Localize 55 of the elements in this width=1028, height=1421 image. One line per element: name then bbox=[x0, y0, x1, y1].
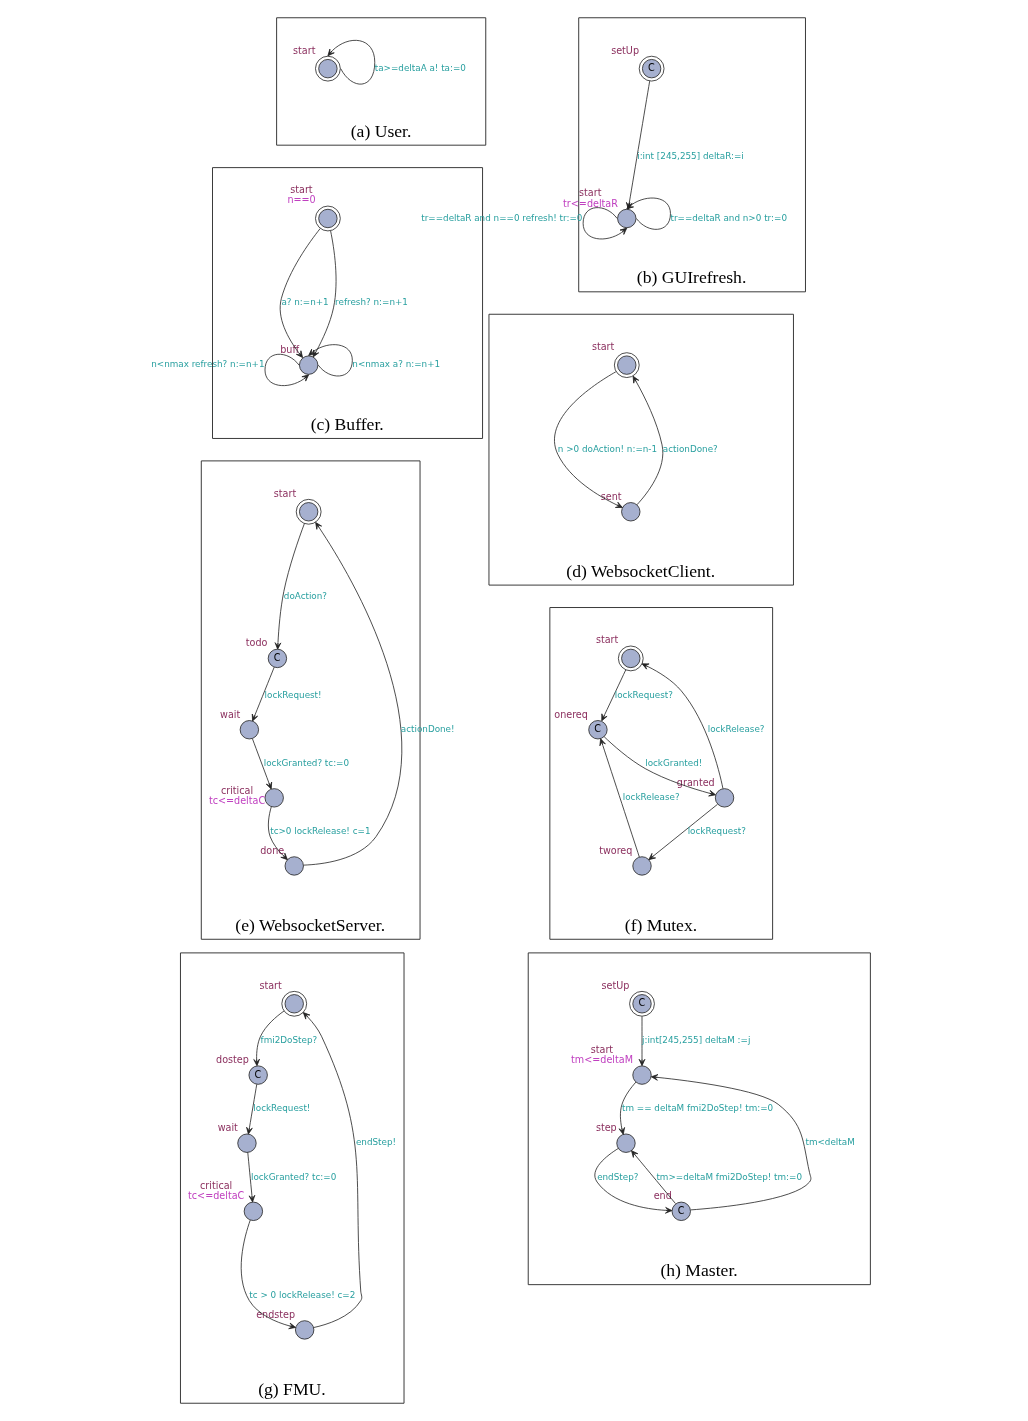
edge-label: n >0 doAction! n:=n-1 bbox=[557, 443, 658, 454]
node-label: setUp bbox=[611, 44, 639, 56]
edge-label: endStep? bbox=[597, 1171, 639, 1182]
node-label: granted bbox=[676, 776, 715, 788]
edge-label: lockRelease? bbox=[622, 792, 680, 803]
node-label: tm<=deltaM bbox=[571, 1054, 633, 1066]
edge-label: lockRelease? bbox=[707, 723, 765, 734]
edge-label: fmi2DoStep? bbox=[260, 1035, 318, 1046]
edge-label: tm>=deltaM fmi2DoStep! tm:=0 bbox=[656, 1171, 803, 1182]
node-label: buff bbox=[280, 344, 300, 356]
edge-label: refresh? n:=n+1 bbox=[335, 297, 408, 308]
node-label: start bbox=[590, 1043, 614, 1055]
node-label: tc<=deltaC bbox=[208, 795, 266, 807]
node-label: n==0 bbox=[287, 194, 316, 206]
edge-label: lockRequest! bbox=[264, 689, 322, 700]
node-label: sent bbox=[600, 490, 622, 502]
node-label: wait bbox=[217, 1122, 238, 1134]
node-label: tworeq bbox=[599, 845, 633, 857]
node-label: todo bbox=[245, 637, 268, 649]
node-label: setUp bbox=[601, 979, 630, 991]
edge-label: lockGranted! bbox=[645, 758, 703, 769]
node-label: done bbox=[260, 845, 285, 857]
edge-label: tc > 0 lockRelease! c=2 bbox=[249, 1290, 356, 1301]
node-label: start bbox=[293, 44, 316, 56]
edge-label: n<nmax a? n:=n+1 bbox=[352, 359, 441, 370]
edge-label: lockRequest? bbox=[687, 826, 746, 837]
edge-label: i:int [245,255] deltaR:=i bbox=[637, 150, 744, 161]
node-label: start bbox=[591, 340, 615, 352]
node-label: onereq bbox=[554, 708, 588, 720]
node-label: tc<=deltaC bbox=[188, 1190, 245, 1202]
node-label: end bbox=[653, 1190, 672, 1202]
edge-label: lockGranted? tc:=0 bbox=[250, 1171, 337, 1182]
edge-label: tc>0 lockRelease! c=1 bbox=[270, 826, 371, 837]
edge-label: ta>=deltaA a! ta:=0 bbox=[374, 62, 466, 73]
node-label: wait bbox=[220, 708, 241, 720]
edge-label: tm<deltaM bbox=[805, 1137, 855, 1148]
node-label: critical bbox=[220, 784, 254, 796]
node-label: start bbox=[579, 187, 602, 199]
edge-label: endStep! bbox=[355, 1137, 397, 1148]
edge-label: lockRequest! bbox=[253, 1103, 311, 1114]
node-label: step bbox=[595, 1122, 617, 1134]
edge-label: tm == deltaM fmi2DoStep! tm:=0 bbox=[621, 1103, 774, 1114]
edge-label: lockRequest? bbox=[614, 689, 673, 700]
edge-label: tr==deltaR and n>0 tr:=0 bbox=[670, 212, 787, 223]
node-label: start bbox=[273, 487, 297, 499]
node-label: start bbox=[259, 979, 282, 991]
edge-label: lockGranted? tc:=0 bbox=[263, 758, 350, 769]
node-label: critical bbox=[200, 1179, 233, 1191]
edge-label: a? n:=n+1 bbox=[281, 297, 329, 308]
edge-label: j:int[245,255] deltaM :=j bbox=[642, 1035, 751, 1046]
edge-label: actionDone? bbox=[662, 443, 718, 454]
node-label: dostep bbox=[216, 1054, 249, 1066]
edge-label: doAction? bbox=[283, 590, 328, 601]
node-label: start bbox=[595, 634, 619, 646]
node-label: start bbox=[290, 183, 313, 195]
